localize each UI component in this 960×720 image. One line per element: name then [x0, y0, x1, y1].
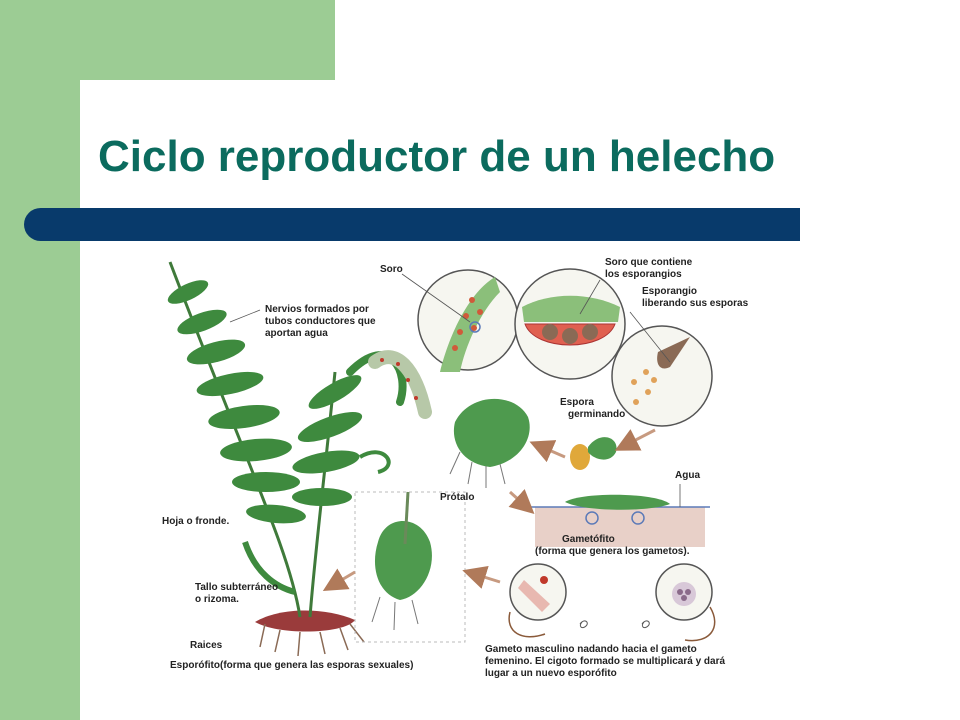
label-tallo-line1: Tallo subterráneo: [195, 582, 278, 593]
label-nervios-line2: tubos conductores que: [265, 316, 376, 327]
label-esporofito: Esporófito(forma que genera las esporas …: [170, 660, 413, 671]
label-esporangio-line2: liberando sus esporas: [642, 298, 749, 309]
label-gametofito-line1: Gametófito: [562, 534, 615, 545]
cycle-arrows: [322, 428, 656, 592]
swimming-gametes-illustration: [508, 606, 716, 642]
germinating-spore-illustration: [570, 437, 617, 470]
slide-title: Ciclo reproductor de un helecho: [98, 132, 776, 181]
label-soro-esporangios-line1: Soro que contiene: [605, 257, 693, 268]
label-gameto-line2: femenino. El cigoto formado se multiplic…: [485, 656, 725, 667]
label-leader-lines: [229, 273, 681, 507]
sorus-detail-circle: [514, 268, 626, 380]
label-gameto-line3: lugar a un nuevo esporófito: [485, 668, 617, 679]
label-hoja: Hoja o fronde.: [162, 516, 229, 527]
gametophyte-on-water-illustration: [530, 494, 710, 547]
label-espora-line2: germinando: [568, 409, 625, 420]
fern-life-cycle-diagram: Soro Soro que contiene los esporangios N…: [162, 257, 749, 679]
label-nervios-line3: aportan agua: [265, 328, 328, 339]
label-raices: Raices: [190, 640, 223, 651]
top-green-block: [0, 0, 335, 80]
fertile-pinna-illustration: [368, 350, 432, 419]
label-tallo-line2: o rizoma.: [195, 594, 239, 605]
label-nervios-line1: Nervios formados por: [265, 304, 369, 315]
fern-frond-illustration: [167, 261, 407, 618]
label-gameto-line1: Gameto masculino nadando hacia el gameto: [485, 644, 697, 655]
soro-detail-circle: [417, 269, 519, 372]
young-sporophyte-illustration: [354, 491, 466, 643]
label-espora-line1: Espora: [560, 397, 594, 408]
left-green-band: [0, 0, 80, 720]
label-esporangio-line1: Esporangio: [642, 286, 697, 297]
label-soro: Soro: [380, 264, 403, 275]
archegonium-detail-circle: [509, 563, 567, 621]
antheridium-detail-circle: [655, 563, 713, 621]
prothallus-illustration: [449, 398, 530, 488]
title-underline-bar: [24, 208, 800, 241]
label-gametofito-line2: (forma que genera los gametos).: [535, 546, 690, 557]
rhizome-illustration: [255, 610, 365, 657]
label-soro-esporangios-line2: los esporangios: [605, 269, 682, 280]
label-agua: Agua: [675, 470, 700, 481]
label-protalo: Prótalo: [440, 492, 474, 503]
sporangium-detail-circle: [611, 325, 713, 427]
